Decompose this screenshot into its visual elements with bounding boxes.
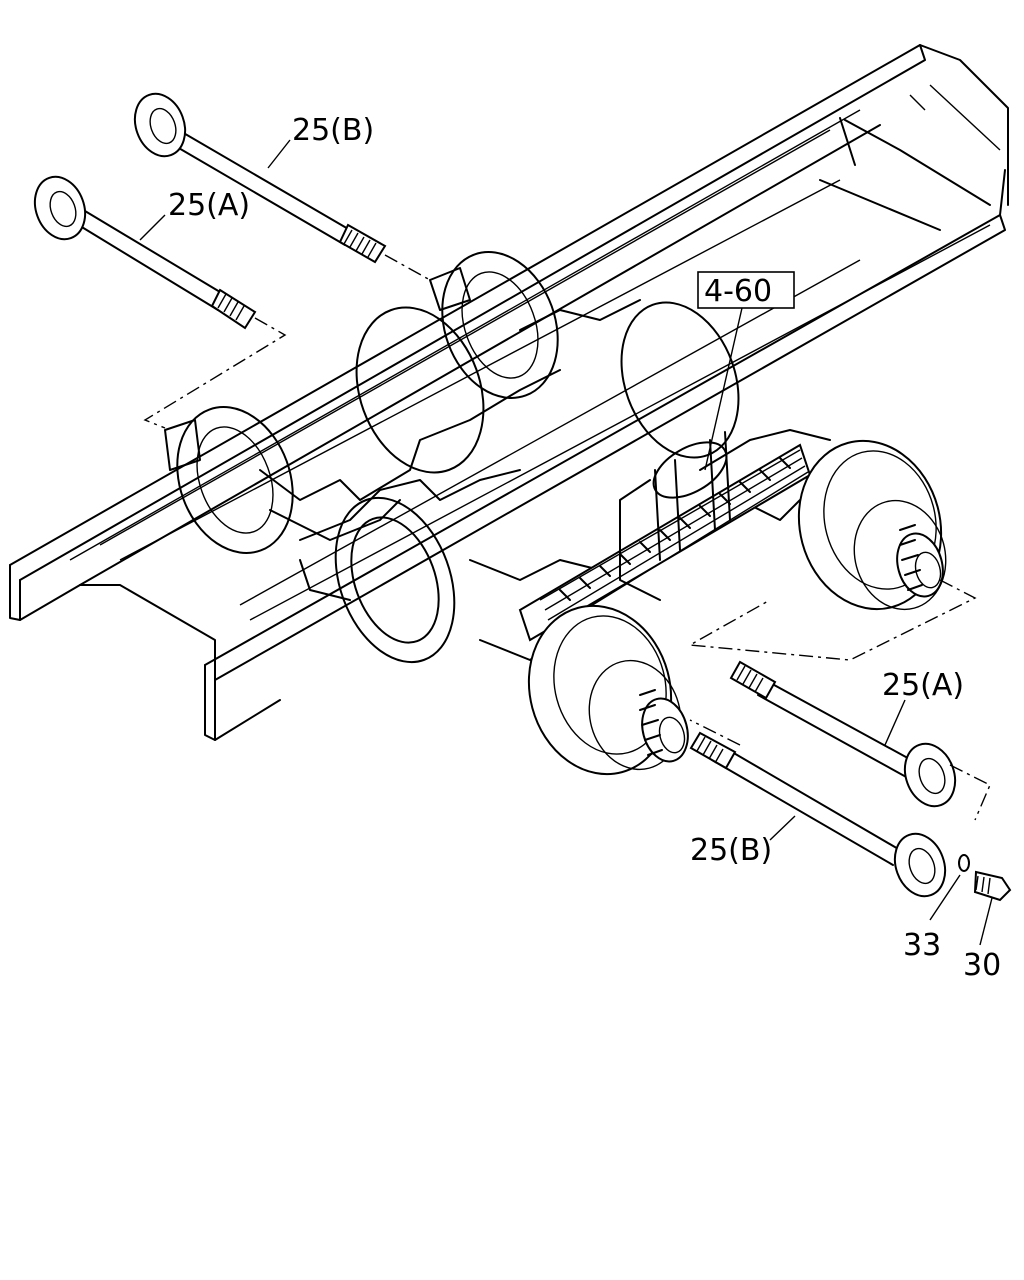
axle-shaft-25b-bottom: [689, 731, 947, 898]
lock-washer: [958, 854, 970, 872]
axle-shaft-25b-top: [133, 92, 387, 264]
leaf-spring-pack: [518, 431, 812, 642]
label-25a-bottom: 25(A): [882, 668, 964, 703]
label-bolt: 30: [963, 948, 1001, 983]
label-assembly-ref: 4-60: [704, 274, 772, 309]
axle-shaft-25a-bottom: [729, 660, 957, 808]
axle-shaft-25a-top: [33, 175, 257, 330]
wheel-hub-rear: [797, 439, 947, 611]
hub-bolt: [973, 870, 1012, 902]
label-25b-bottom: 25(B): [690, 833, 772, 868]
chassis-frame: [9, 44, 1009, 741]
assembly-guide-lines: [143, 254, 991, 821]
label-washer: 33: [903, 928, 941, 963]
label-25a-top: 25(A): [168, 188, 250, 223]
rear-axle-housing: [164, 251, 740, 554]
assembly-ref-box: [697, 271, 795, 309]
wheel-hub-front: [527, 604, 689, 776]
callout-labels: 25(B) 25(A) 4-60 25(A) 25(B) 33 30: [168, 113, 1001, 983]
label-25b-top: 25(B): [292, 113, 374, 148]
leader-lines: [139, 139, 993, 946]
